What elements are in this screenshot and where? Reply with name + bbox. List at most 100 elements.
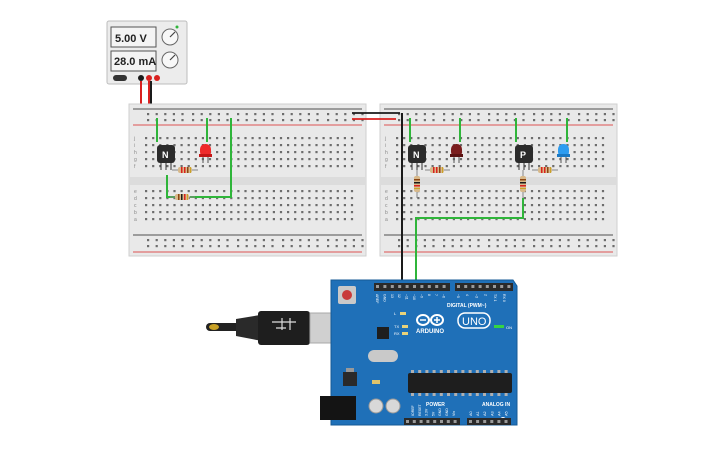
breadboard-hole[interactable] xyxy=(223,165,226,168)
breadboard-hole[interactable] xyxy=(336,144,339,147)
breadboard-hole[interactable] xyxy=(516,218,519,221)
breadboard-hole[interactable] xyxy=(481,211,484,214)
analog-header[interactable] xyxy=(467,418,511,425)
breadboard-hole[interactable] xyxy=(594,211,597,214)
rail-hole[interactable] xyxy=(327,245,330,248)
breadboard-hole[interactable] xyxy=(350,151,354,154)
breadboard-hole[interactable] xyxy=(187,204,190,207)
rail-hole[interactable] xyxy=(262,113,265,116)
header-pin[interactable] xyxy=(507,285,511,288)
header-pin[interactable] xyxy=(457,285,460,288)
breadboard-hole[interactable] xyxy=(403,165,406,168)
breadboard-hole[interactable] xyxy=(201,197,204,200)
header-pin[interactable] xyxy=(419,420,423,423)
breadboard-hole[interactable] xyxy=(566,204,569,207)
breadboard-hole[interactable] xyxy=(350,137,354,140)
breadboard-hole[interactable] xyxy=(467,144,470,147)
breadboard-hole[interactable] xyxy=(545,137,548,140)
breadboard-hole[interactable] xyxy=(559,165,562,168)
rail-hole[interactable] xyxy=(406,119,409,122)
breadboard-hole[interactable] xyxy=(559,204,562,207)
rail-hole[interactable] xyxy=(541,245,544,248)
breadboard-hole[interactable] xyxy=(279,165,283,168)
breadboard-hole[interactable] xyxy=(509,211,512,214)
breadboard-hole[interactable] xyxy=(580,144,583,147)
breadboard-hole[interactable] xyxy=(258,158,261,161)
breadboard-hole[interactable] xyxy=(279,190,283,193)
breadboard-hole[interactable] xyxy=(287,165,290,168)
breadboard-hole[interactable] xyxy=(308,144,311,147)
breadboard-hole[interactable] xyxy=(573,158,576,161)
rail-hole[interactable] xyxy=(335,239,338,242)
breadboard-hole[interactable] xyxy=(265,137,268,140)
breadboard-hole[interactable] xyxy=(438,151,441,154)
rail-hole[interactable] xyxy=(398,113,401,116)
rail-hole[interactable] xyxy=(226,245,229,248)
bottom-pins[interactable] xyxy=(406,420,508,423)
breadboard-hole[interactable] xyxy=(336,204,339,207)
breadboard-hole[interactable] xyxy=(194,197,197,200)
breadboard-hole[interactable] xyxy=(424,144,427,147)
breadboard-hole[interactable] xyxy=(474,218,477,221)
breadboard-hole[interactable] xyxy=(424,218,427,221)
breadboard-hole[interactable] xyxy=(343,204,346,207)
breadboard-hole[interactable] xyxy=(580,165,583,168)
header-pin[interactable] xyxy=(433,420,437,423)
rail-hole[interactable] xyxy=(147,239,150,242)
breadboard-hole[interactable] xyxy=(223,204,226,207)
breadboard-hole[interactable] xyxy=(445,144,448,147)
breadboard-hole[interactable] xyxy=(244,158,247,161)
breadboard-hole[interactable] xyxy=(272,144,275,147)
breadboard-hole[interactable] xyxy=(403,190,406,193)
rail-hole[interactable] xyxy=(443,113,446,116)
header-pin[interactable] xyxy=(483,420,487,423)
breadboard-hole[interactable] xyxy=(301,204,304,207)
breadboard-hole[interactable] xyxy=(251,218,254,221)
breadboard-hole[interactable] xyxy=(488,211,491,214)
breadboard-hole[interactable] xyxy=(467,137,470,140)
rail-hole[interactable] xyxy=(612,245,615,248)
header-pin[interactable] xyxy=(485,285,489,288)
breadboard-hole[interactable] xyxy=(403,218,406,221)
breadboard-hole[interactable] xyxy=(431,165,434,168)
rail-hole[interactable] xyxy=(245,119,248,122)
breadboard-hole[interactable] xyxy=(244,211,247,214)
breadboard-hole[interactable] xyxy=(308,137,311,140)
breadboard-hole[interactable] xyxy=(315,190,318,193)
rail-hole[interactable] xyxy=(533,113,536,116)
breadboard-hole[interactable] xyxy=(159,218,162,221)
breadboard-hole[interactable] xyxy=(180,218,183,221)
breadboard-hole[interactable] xyxy=(208,144,212,147)
breadboard-hole[interactable] xyxy=(573,211,576,214)
breadboard-hole[interactable] xyxy=(159,190,162,193)
rail-hole[interactable] xyxy=(181,245,184,248)
rail-hole[interactable] xyxy=(541,113,544,116)
breadboard-hole[interactable] xyxy=(322,137,325,140)
rail-hole[interactable] xyxy=(567,245,570,248)
rail-hole[interactable] xyxy=(271,239,274,242)
rail-hole[interactable] xyxy=(155,245,158,248)
breadboard-hole[interactable] xyxy=(566,158,569,161)
breadboard-hole[interactable] xyxy=(523,137,526,140)
breadboard-hole[interactable] xyxy=(459,158,463,161)
rail-hole[interactable] xyxy=(172,245,175,248)
power-header[interactable] xyxy=(404,418,460,425)
breadboard-hole[interactable] xyxy=(474,165,477,168)
breadboard-hole[interactable] xyxy=(329,151,332,154)
rail-hole[interactable] xyxy=(147,245,150,248)
rail-hole[interactable] xyxy=(217,245,220,248)
breadboard-hole[interactable] xyxy=(467,158,470,161)
rail-hole[interactable] xyxy=(209,119,212,122)
rail-hole[interactable] xyxy=(415,113,418,116)
breadboard-hole[interactable] xyxy=(417,165,420,168)
breadboard-hole[interactable] xyxy=(431,211,434,214)
breadboard-hole[interactable] xyxy=(594,137,597,140)
breadboard-hole[interactable] xyxy=(322,165,325,168)
breadboard-hole[interactable] xyxy=(329,218,332,221)
breadboard-hole[interactable] xyxy=(445,165,448,168)
rail-hole[interactable] xyxy=(237,113,240,116)
left-npn-transistor[interactable]: N xyxy=(157,145,175,170)
breadboard-hole[interactable] xyxy=(166,204,169,207)
breadboard-hole[interactable] xyxy=(509,137,512,140)
rail-hole[interactable] xyxy=(460,239,463,242)
